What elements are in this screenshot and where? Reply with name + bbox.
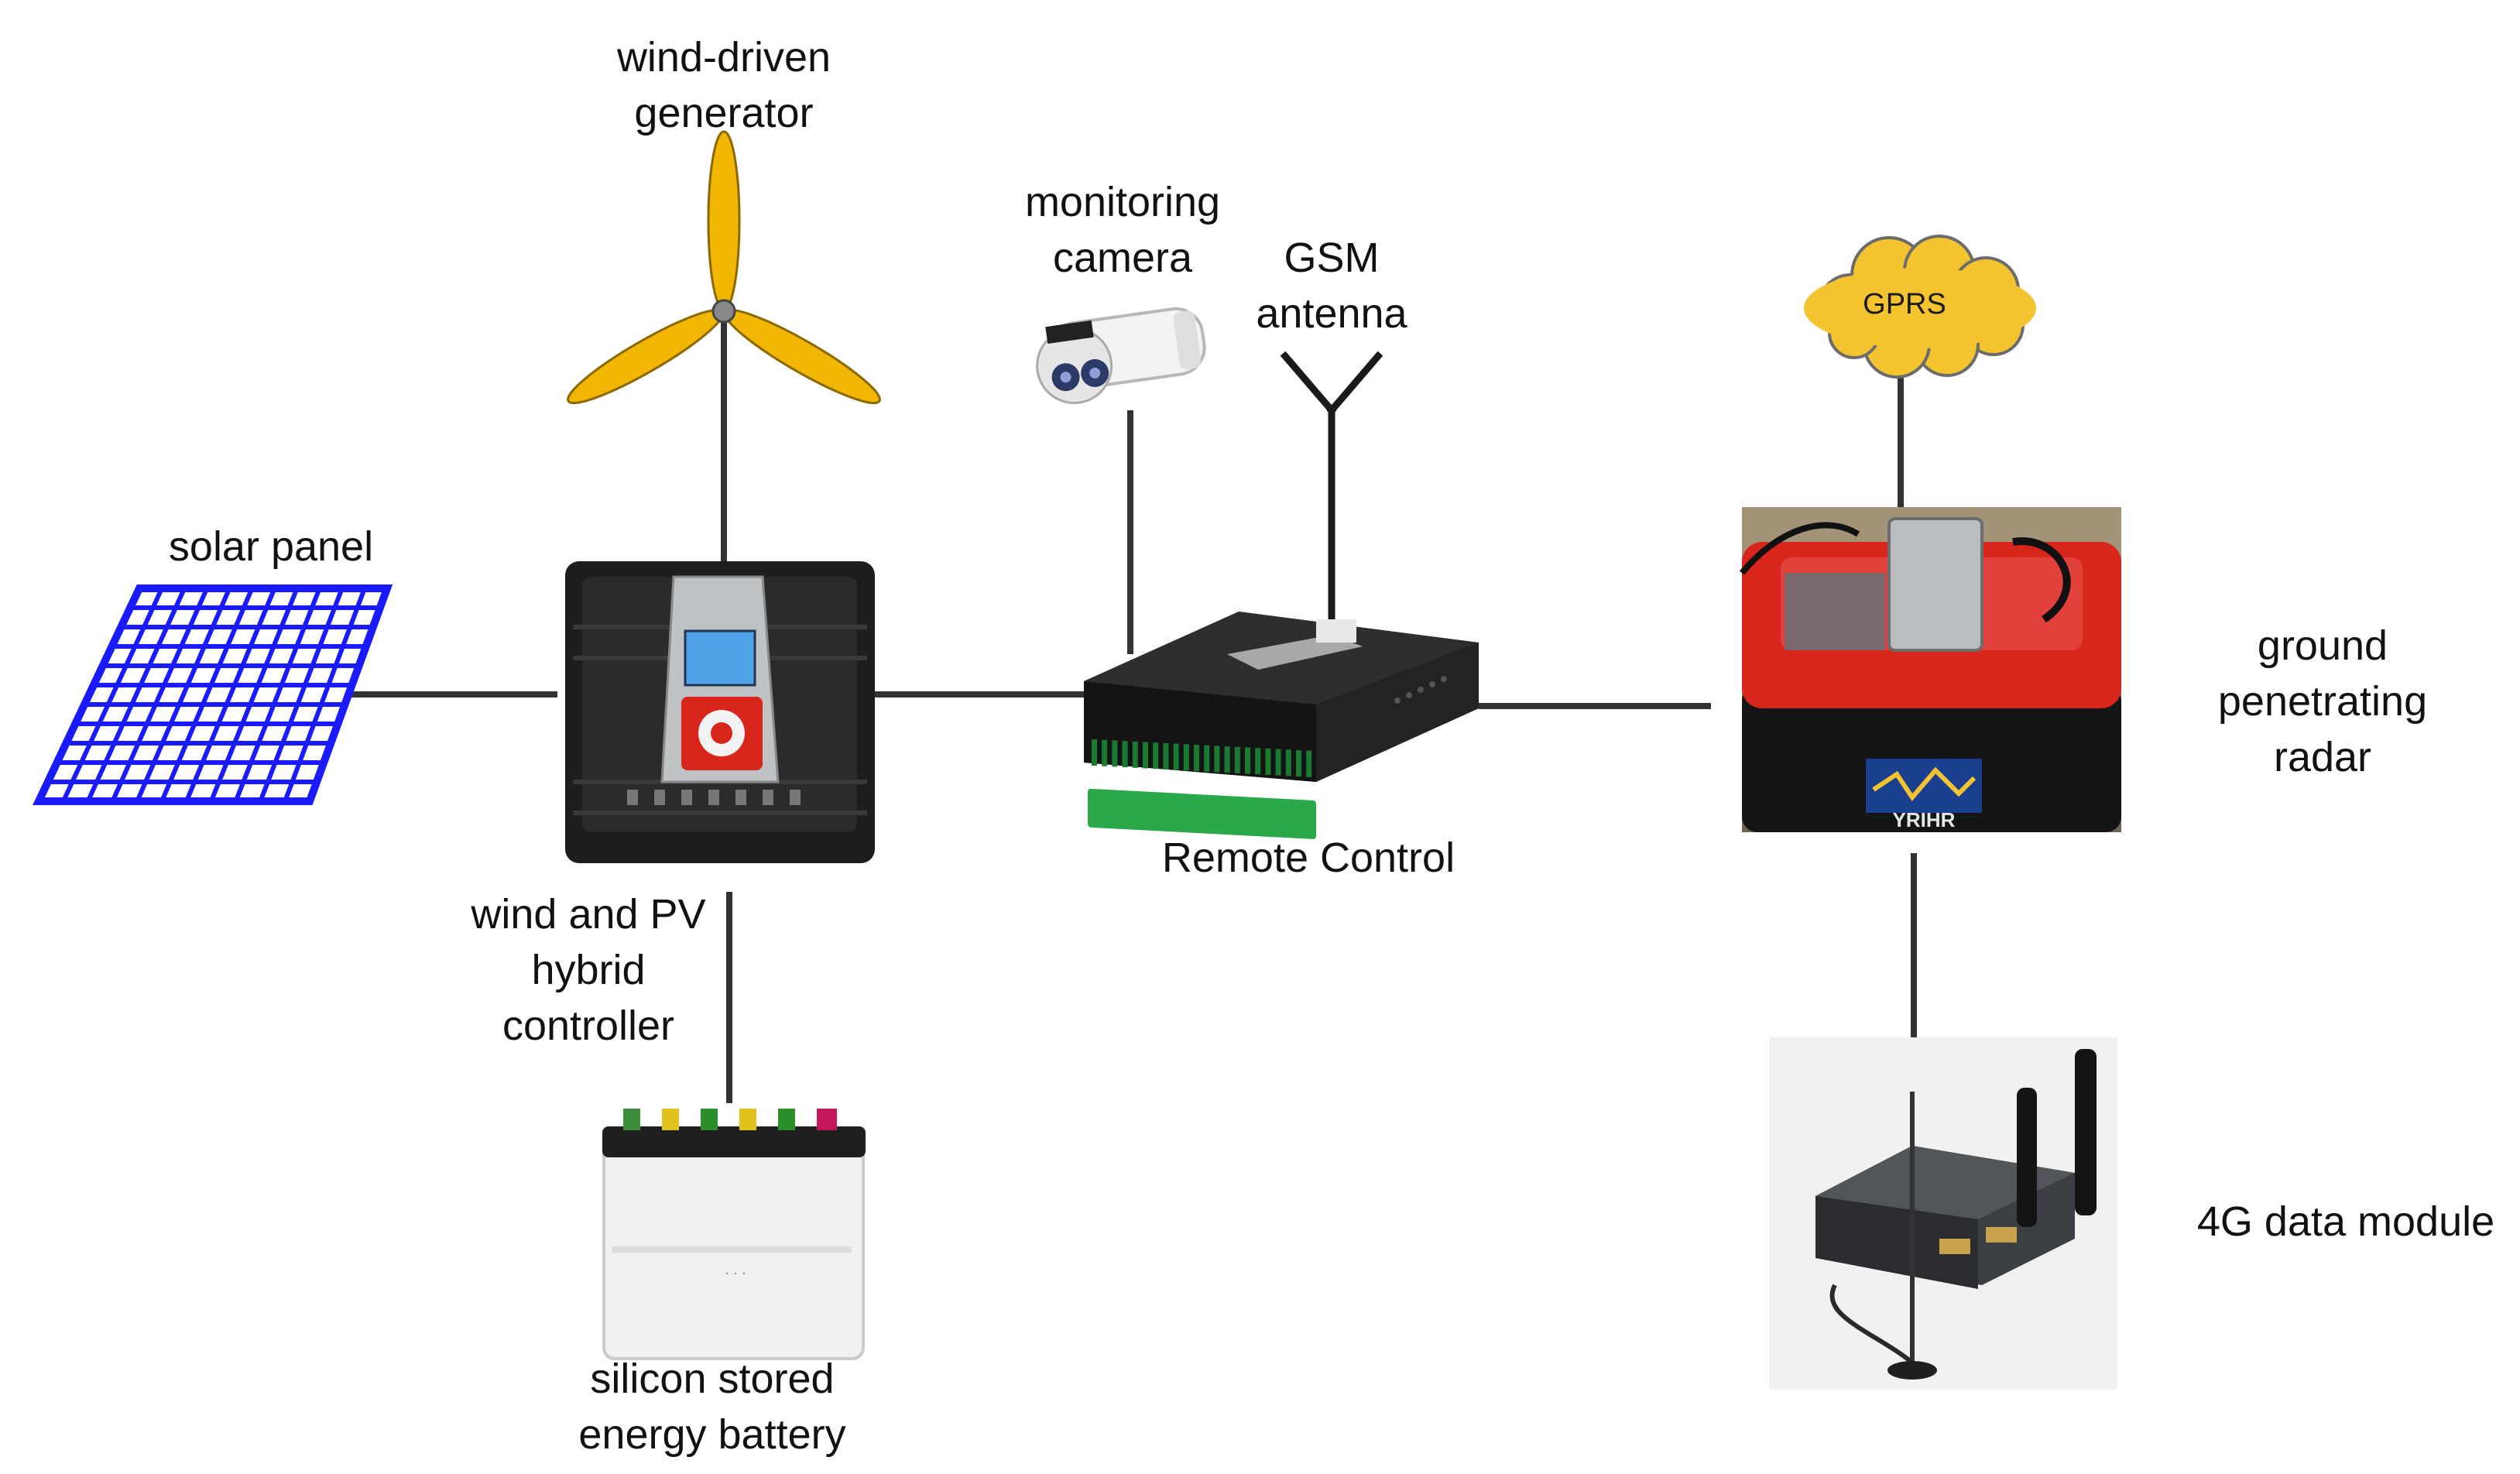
gprs-cloud-icon: GPRS xyxy=(1804,235,2036,379)
data-module-device xyxy=(1769,1037,2117,1390)
label-line: monitoring xyxy=(1024,179,1221,225)
label-battery: silicon stored energy battery xyxy=(542,1351,883,1462)
label-hybrid-controller: wind and PV hybrid controller xyxy=(434,886,743,1054)
label-line: silicon stored xyxy=(590,1356,835,1402)
gprs-text: GPRS xyxy=(1863,288,1946,321)
label-line: antenna xyxy=(1256,290,1407,337)
label-line: 4G data module xyxy=(2196,1198,2495,1245)
label-line: wind and PV xyxy=(471,891,706,938)
label-line: wind-driven xyxy=(616,34,831,81)
label-gsm-antenna: GSM antenna xyxy=(1215,230,1448,341)
battery-device: · · · xyxy=(602,1109,866,1360)
label-wind-generator: wind-driven generator xyxy=(569,29,879,141)
camera-device xyxy=(1036,307,1206,405)
connection-lines xyxy=(325,311,1917,1103)
radar-device: YRIHR xyxy=(1739,507,2121,832)
antenna-icon xyxy=(1280,351,1383,640)
label-line: Remote Control xyxy=(1161,835,1455,881)
svg-text:· · ·: · · · xyxy=(725,1265,746,1280)
label-line: hybrid xyxy=(531,947,646,993)
label-gpr: ground penetrating radar xyxy=(2168,618,2477,785)
label-solar-panel: solar panel xyxy=(132,519,410,574)
label-line: solar panel xyxy=(168,523,374,570)
label-data-module: 4G data module xyxy=(2175,1194,2516,1249)
radar-brand: YRIHR xyxy=(1893,808,1956,831)
wind-turbine-icon xyxy=(567,130,881,405)
label-line: ground xyxy=(2257,622,2388,669)
remote-control-device xyxy=(1084,612,1479,839)
label-line: camera xyxy=(1052,235,1193,281)
label-line: GSM xyxy=(1284,235,1380,281)
label-monitoring-camera: monitoring camera xyxy=(979,174,1266,286)
label-remote-control: Remote Control xyxy=(1115,830,1502,886)
label-line: generator xyxy=(634,90,814,136)
hybrid-controller-device xyxy=(565,561,875,863)
label-line: controller xyxy=(502,1003,675,1049)
solar-panel-icon xyxy=(33,584,393,805)
label-line: energy battery xyxy=(578,1411,846,1458)
label-line: radar xyxy=(2273,734,2372,780)
label-line: penetrating xyxy=(2217,678,2428,725)
